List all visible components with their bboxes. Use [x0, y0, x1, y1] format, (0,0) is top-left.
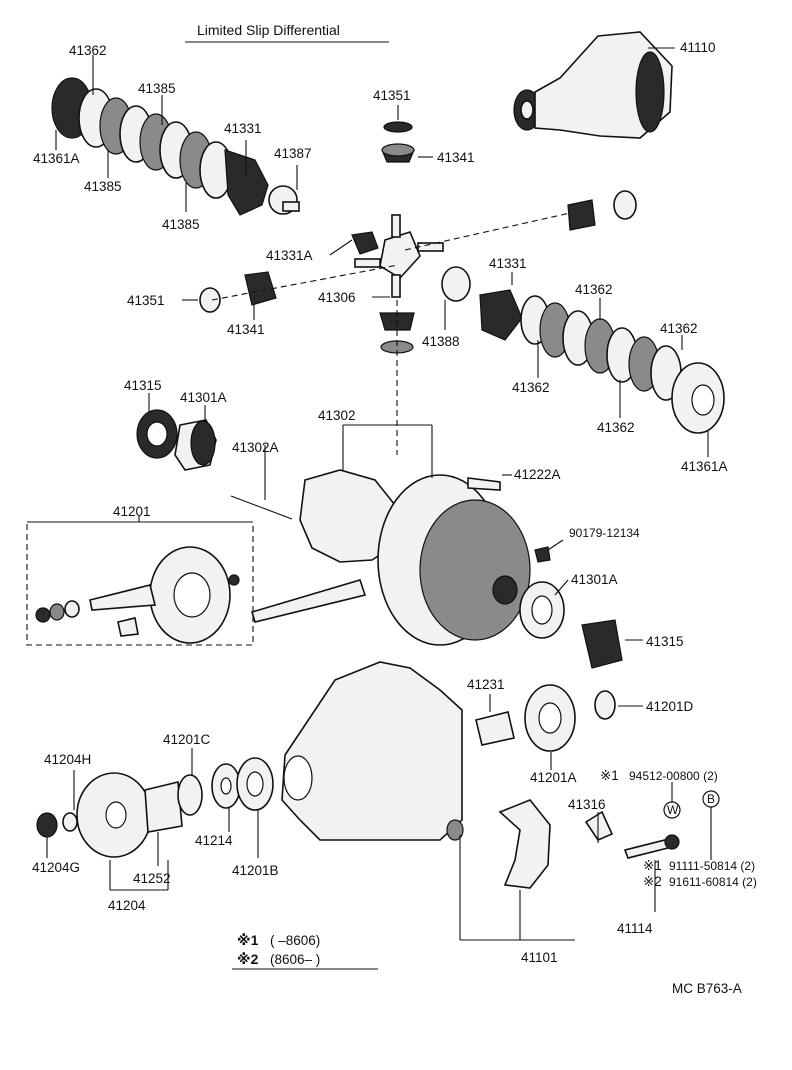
legend-mark-1: ※1 — [237, 932, 259, 948]
label-41302A: 41302A — [232, 440, 279, 455]
mark-star1-b: ※1 — [643, 858, 662, 873]
label-41201A: 41201A — [530, 770, 577, 785]
clutch-pack-right-illustration — [479, 289, 725, 434]
companion-flange-illustration — [36, 757, 274, 858]
label-41331-right: 41331 — [489, 256, 527, 271]
label-41362-r4: 41362 — [597, 420, 635, 435]
label-41315-bot: 41315 — [646, 634, 684, 649]
label-41341-left: 41341 — [227, 322, 265, 337]
bearing-lower-illustration — [467, 477, 623, 669]
label-41301A-top: 41301A — [180, 390, 227, 405]
label-41361A-right: 41361A — [681, 459, 728, 474]
legend-range-2: (8606– ) — [270, 952, 320, 967]
label-41306: 41306 — [318, 290, 356, 305]
label-41204H: 41204H — [44, 752, 91, 767]
label-41341-top: 41341 — [437, 150, 475, 165]
leader-dashed-upper — [404, 212, 571, 251]
label-94512-00800: 94512-00800 (2) — [629, 769, 718, 783]
label-41301A-bot: 41301A — [571, 572, 618, 587]
label-41361A-left: 41361A — [33, 151, 80, 166]
ring-pinion-illustration — [35, 546, 240, 644]
label-41385-c: 41385 — [162, 217, 200, 232]
label-41201C: 41201C — [163, 732, 211, 747]
mark-star1-a: ※1 — [600, 768, 619, 783]
label-41302: 41302 — [318, 408, 356, 423]
circle-b-marker — [702, 790, 720, 808]
label-41214: 41214 — [195, 833, 233, 848]
label-41222A: 41222A — [514, 467, 561, 482]
mark-w: W — [667, 803, 679, 817]
circle-w-marker — [663, 801, 681, 819]
label-41388: 41388 — [422, 334, 460, 349]
leader-lines — [46, 47, 709, 866]
side-bearing-illustration — [475, 684, 616, 752]
label-41385-a: 41385 — [138, 81, 176, 96]
label-41114: 41114 — [617, 921, 653, 936]
label-41351-left: 41351 — [127, 293, 165, 308]
pinion-shaft-assembly-illustration — [199, 190, 637, 354]
differential-case-illustration — [230, 469, 531, 646]
label-41351-top: 41351 — [373, 88, 411, 103]
label-41252: 41252 — [133, 871, 171, 886]
carrier-case-illustration — [281, 661, 464, 841]
label-41362-r3: 41362 — [512, 380, 550, 395]
carrier-assembly-illustration — [513, 31, 673, 139]
mark-star2: ※2 — [643, 874, 662, 889]
label-41331A: 41331A — [266, 248, 313, 263]
side-gear-washer-top-illustration — [381, 121, 415, 163]
label-41385-b: 41385 — [84, 179, 122, 194]
label-41315-top: 41315 — [124, 378, 162, 393]
diagram-title: Limited Slip Differential — [197, 22, 340, 38]
bearing-upper-illustration — [136, 409, 217, 471]
label-41204: 41204 — [108, 898, 146, 913]
label-41110: 41110 — [680, 40, 716, 55]
label-41101: 41101 — [521, 950, 558, 965]
figure-code: MC B763-A — [672, 981, 742, 996]
label-41201D: 41201D — [646, 699, 694, 714]
label-41231: 41231 — [467, 677, 505, 692]
bearing-cap-illustration — [498, 799, 551, 889]
label-91111-50814: 91111-50814 (2) — [669, 859, 755, 873]
label-41316: 41316 — [568, 797, 606, 812]
label-41362-r2: 41362 — [660, 321, 698, 336]
leader-dashed-left — [211, 264, 399, 301]
legend-mark-2: ※2 — [237, 951, 259, 967]
label-41331-top: 41331 — [224, 121, 262, 136]
label-41362-top: 41362 — [69, 43, 107, 58]
label-41201B: 41201B — [232, 863, 279, 878]
label-41362-r1: 41362 — [575, 282, 613, 297]
clutch-pack-left-illustration — [51, 77, 300, 216]
bolt-illustration — [584, 810, 680, 859]
label-41204G: 41204G — [32, 860, 80, 875]
label-41201: 41201 — [113, 504, 151, 519]
mark-b: B — [707, 792, 715, 806]
label-91611-60814: 91611-60814 (2) — [669, 875, 757, 889]
legend-range-1: ( –8606) — [270, 933, 320, 948]
label-41387: 41387 — [274, 146, 312, 161]
label-90179-12134: 90179-12134 — [569, 526, 640, 540]
